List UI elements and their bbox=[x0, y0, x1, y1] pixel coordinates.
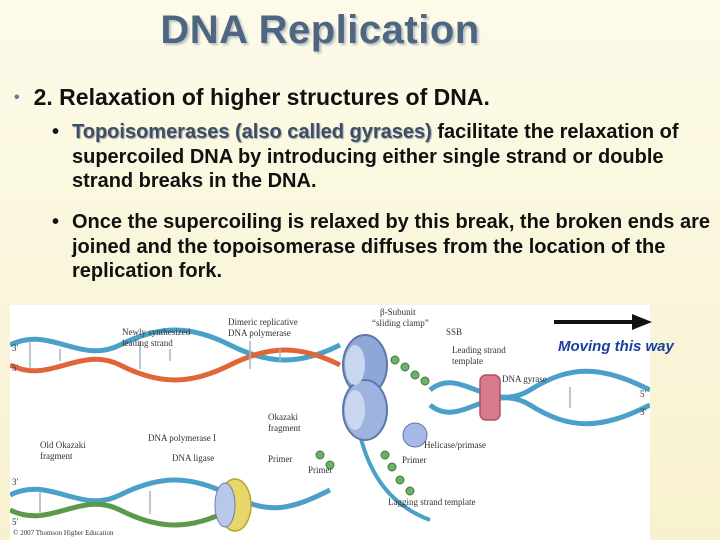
label-lagging-template: Lagging strand template bbox=[388, 497, 475, 507]
new-leading-strand bbox=[10, 347, 342, 383]
term-topoisomerases: Topoisomerases bbox=[72, 121, 230, 143]
label-dna-pol: DNA polymerase bbox=[228, 328, 291, 338]
label-okazaki-2: fragment bbox=[268, 423, 301, 433]
label-end-3b: 3' bbox=[12, 477, 19, 487]
label-dna-ligase: DNA ligase bbox=[172, 453, 214, 463]
term-gyrases: gyrases bbox=[349, 121, 426, 143]
label-okazaki-1: Okazaki bbox=[268, 412, 298, 422]
label-end-5b: 5' bbox=[12, 517, 19, 527]
replication-fork-diagram: Newly synthesized leading strand Dimeric… bbox=[10, 307, 650, 537]
direction-arrow bbox=[552, 312, 712, 362]
label-dimeric: Dimeric replicative bbox=[228, 317, 298, 327]
label-old-okazaki-1: Old Okazaki bbox=[40, 440, 86, 450]
old-strand-top bbox=[10, 327, 342, 363]
label-end-3a: 3' bbox=[12, 343, 19, 353]
sliding-clamp-upper bbox=[345, 345, 365, 385]
label-leading-template-2: template bbox=[452, 356, 483, 366]
sub2-text: Once the supercoiling is relaxed by this… bbox=[72, 211, 710, 282]
label-newly: Newly synthesized bbox=[122, 327, 191, 337]
label-old-okazaki-2: fragment bbox=[40, 451, 73, 461]
label-helicase: Helicase/primase bbox=[424, 440, 486, 450]
label-primer-b: Primer bbox=[308, 465, 333, 475]
moving-this-way-label: Moving this way bbox=[558, 338, 674, 355]
lagging-loop bbox=[358, 434, 431, 522]
sub1-rest: facilitate the relaxation of supercoiled… bbox=[72, 121, 679, 192]
bullet-main: • 2. Relaxation of higher structures of D… bbox=[14, 84, 490, 111]
lagging-new-strand bbox=[10, 501, 232, 528]
label-primer-a: Primer bbox=[268, 454, 293, 464]
label-leading-template-1: Leading strand bbox=[452, 345, 506, 355]
parental-helix-b bbox=[428, 395, 650, 427]
label-beta-subunit: β-Subunit bbox=[380, 307, 416, 317]
sliding-clamp-lower bbox=[345, 390, 365, 430]
term-paren-close: ) bbox=[425, 121, 432, 143]
label-dna-polymerase-i: DNA polymerase I bbox=[148, 433, 216, 443]
label-copyright: © 2007 Thomson Higher Education bbox=[13, 529, 114, 537]
sub-bullet-topoisomerases: • Topoisomerases (also called gyrases) f… bbox=[52, 120, 712, 194]
slide-title: DNA Replication bbox=[160, 8, 480, 52]
label-ssb: SSB bbox=[446, 327, 462, 337]
lagging-template bbox=[10, 477, 332, 511]
bullet-main-text: 2. Relaxation of higher structures of DN… bbox=[33, 84, 490, 110]
label-sliding-clamp: “sliding clamp” bbox=[372, 318, 429, 328]
bullet-dot: • bbox=[14, 89, 20, 106]
label-leading-strand: leading strand bbox=[122, 338, 173, 348]
helicase-shape bbox=[402, 422, 428, 448]
bullet-dot: • bbox=[52, 211, 60, 233]
bullet-dot: • bbox=[52, 121, 60, 143]
label-end-5c: 5' bbox=[640, 389, 647, 399]
parental-helix-a bbox=[428, 368, 650, 400]
label-primer-c: Primer bbox=[402, 455, 427, 465]
sub-bullet-text: Topoisomerases (also called gyrases) fac… bbox=[72, 120, 712, 194]
replication-fork-figure: Newly synthesized leading strand Dimeric… bbox=[10, 305, 650, 540]
ssb-beads bbox=[315, 355, 430, 496]
arrow-right-icon bbox=[554, 314, 652, 330]
term-paren-open: (also called bbox=[229, 121, 350, 143]
dna-polymerase-i-shape bbox=[214, 482, 236, 528]
dna-gyrase-shape bbox=[479, 374, 501, 421]
sub-bullet-supercoiling: • Once the supercoiling is relaxed by th… bbox=[52, 210, 712, 284]
label-end-3c: 3' bbox=[640, 407, 647, 417]
label-dna-gyrase: DNA gyrase bbox=[502, 374, 547, 384]
label-end-5a: 5' bbox=[12, 363, 19, 373]
